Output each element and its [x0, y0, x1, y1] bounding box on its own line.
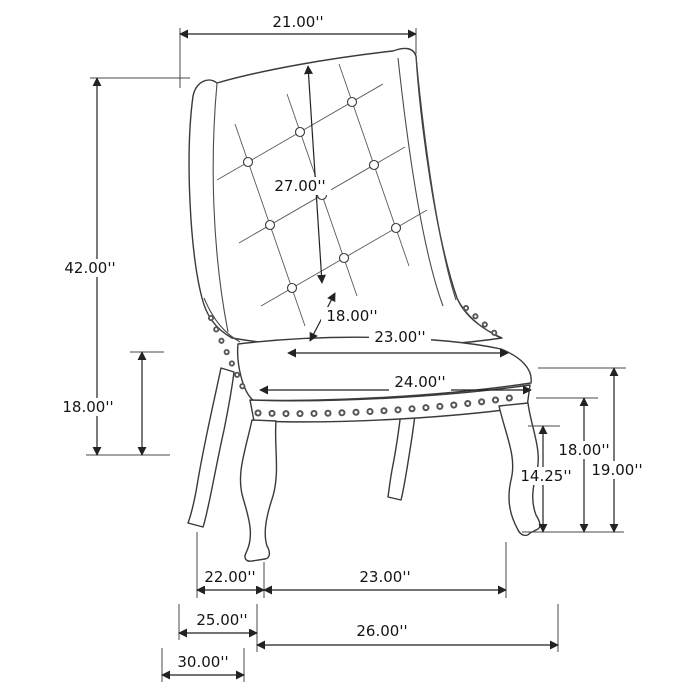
dim-front-width: 24.00'' [259, 373, 532, 395]
chair-drawing [187, 47, 541, 562]
nailhead-trim-right-arm [463, 305, 502, 340]
dim-label-base-depth: 25.00'' [196, 611, 247, 629]
dim-label-seat-depth: 18.00'' [326, 307, 377, 325]
dim-base-depth: 25.00'' [178, 604, 258, 652]
dim-label-leg-span-side: 22.00'' [204, 568, 255, 586]
dim-label-top-width: 21.00'' [272, 13, 323, 31]
dim-leg-height: 14.25'' [515, 425, 577, 533]
dim-label-front-width: 24.00'' [394, 373, 445, 391]
dim-label-back-diagonal: 27.00'' [274, 177, 325, 195]
left-wing-inner-line [212, 82, 229, 333]
dim-back-diagonal: 27.00'' [269, 65, 331, 284]
right-wing-inner-line [397, 57, 444, 307]
dim-label-floor-to-seat-left: 18.00'' [62, 398, 113, 416]
dim-top-width: 21.00'' [179, 13, 417, 88]
dim-label-base-width: 26.00'' [356, 622, 407, 640]
right-wing-roll-line [415, 55, 457, 301]
rear-left-leg [187, 367, 235, 528]
dim-seat-depth: 18.00'' [309, 292, 383, 342]
dim-overall-height: 42.00'' [59, 77, 190, 456]
dim-floor-to-seat-front-right: 19.00'' [538, 367, 648, 533]
right-arm-front-curve [456, 297, 501, 339]
dim-label-floor-to-rail-right: 18.00'' [558, 441, 609, 459]
dim-front-leg-span: 23.00'' [263, 542, 507, 598]
dim-leg-span-side: 22.00'' [196, 532, 265, 598]
dim-floor-to-seat-left: 18.00'' [57, 351, 164, 456]
left-arm-front-curve [203, 297, 241, 343]
dim-label-leg-height: 14.25'' [520, 467, 571, 485]
nailhead-trim-front [254, 392, 526, 418]
front-left-leg [239, 419, 278, 562]
dim-label-seat-width: 23.00'' [374, 328, 425, 346]
dim-overall-depth: 30.00'' [161, 648, 245, 682]
dim-base-width: 26.00'' [256, 604, 559, 652]
chair-back-outline [188, 47, 503, 348]
dim-label-overall-depth: 30.00'' [177, 653, 228, 671]
dim-label-floor-to-seat-front-right: 19.00'' [591, 461, 642, 479]
nailhead-trim-left-arm [208, 315, 248, 395]
dim-floor-to-rail-right: 18.00'' [536, 397, 615, 533]
dim-label-overall-height: 42.00'' [64, 259, 115, 277]
rear-right-leg [387, 393, 418, 501]
dimension-annotations: 21.00'' 42.00'' 27.00'' 18.00'' 23.00'' [57, 13, 648, 682]
dim-label-front-leg-span: 23.00'' [359, 568, 410, 586]
dim-seat-width: 23.00'' [287, 328, 509, 358]
